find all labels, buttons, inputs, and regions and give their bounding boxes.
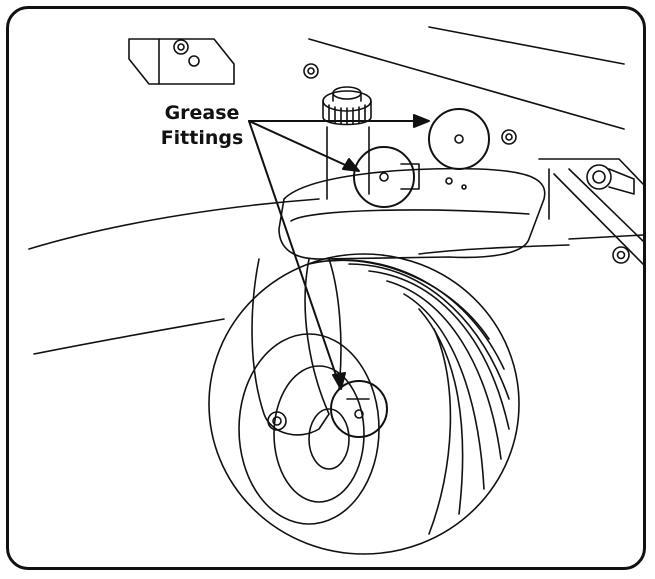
callout-arrows	[248, 114, 430, 390]
grease-fitting-stem	[353, 146, 420, 208]
caster-fork-plate	[278, 167, 546, 260]
arrowhead-stem	[342, 158, 360, 172]
callout-line-2: Fittings	[160, 127, 244, 149]
caster-stem	[326, 126, 370, 200]
caster-wheel-illustration	[28, 26, 643, 555]
grease-fitting-wheel-hub	[330, 380, 388, 438]
grease-fitting-top-right	[428, 108, 490, 170]
wheel-hub	[238, 333, 380, 525]
side-linkage	[538, 158, 643, 265]
caster-cap-nut	[322, 86, 372, 126]
callout-line-1: Grease	[164, 102, 240, 124]
caster-tire	[208, 253, 520, 555]
diagram-frame: Grease Fittings	[6, 6, 646, 570]
frame-bracket	[128, 38, 235, 85]
frame-bolts	[303, 63, 630, 264]
grease-fittings-callout: Grease Fittings	[147, 101, 257, 151]
mower-deck	[28, 26, 643, 355]
arrowhead-hub	[332, 372, 346, 390]
caster-fork-legs	[251, 258, 342, 436]
arrowhead-top-right	[413, 114, 430, 128]
